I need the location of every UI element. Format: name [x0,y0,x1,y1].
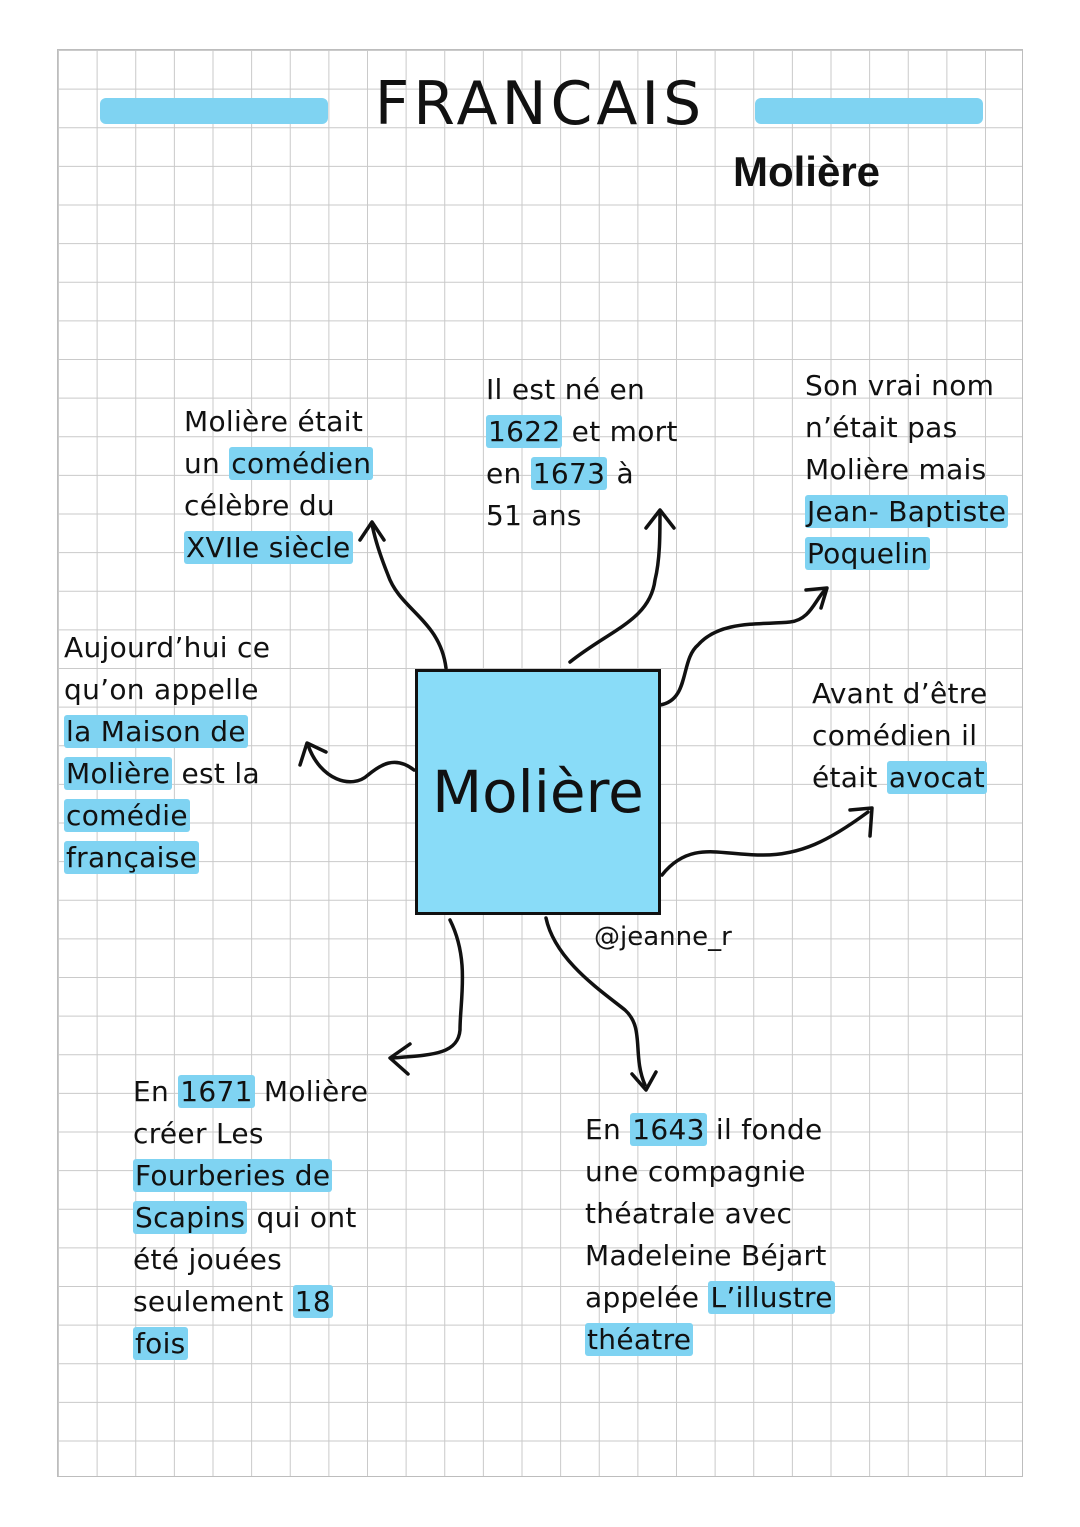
highlighted-text: Scapins [133,1201,248,1234]
note-compagnie: En 1643 il fonde une compagnie théatrale… [585,1109,835,1361]
arrowhead-fourberies [388,1042,412,1076]
arrowhead-compagnie [630,1070,658,1092]
highlighted-text: Jean- Baptiste [805,495,1009,528]
note-text: Aujourd’hui ce qu’on appelle [64,631,271,706]
highlighted-text: la Maison de [64,715,248,748]
highlighted-text: Poquelin [805,537,931,570]
highlighted-text: comédie [64,799,190,832]
note-text: célèbre du [184,489,335,522]
arrow-to-compagnie [544,916,647,1087]
note-text: Molière était un [184,405,364,480]
highlighted-text: L’illustre [708,1281,835,1314]
arrow-to-dates [568,510,662,664]
highlighted-text: 1643 [630,1113,707,1146]
highlighted-text: 1671 [178,1075,255,1108]
highlighted-text: 1673 [530,457,608,490]
highlighted-text: Molière [64,757,173,790]
highlighted-text: française [64,841,200,874]
note-text: à 51 ans [486,457,634,532]
note-text: est la [181,757,260,790]
note-comedien: Molière était un comédien célèbre du XVI… [184,401,374,569]
arrowhead-comedien [358,520,386,542]
highlighted-text: théatre [585,1323,694,1356]
arrow-to-avocat [660,810,870,877]
highlighted-text: 1622 [486,415,563,448]
arrowhead-maison [298,741,328,767]
center-node-label: Molière [432,758,644,826]
arrowhead-avocat [848,806,874,838]
note-text: Molière créer Les [133,1075,369,1150]
note-text: et mort en [486,415,678,490]
arrow-to-vrai-nom [658,588,827,707]
note-text: En [133,1075,179,1108]
note-text: En [585,1113,631,1146]
author-credit: @jeanne_r [594,922,732,952]
note-dates: Il est né en 1622 et mort en 1673 à 51 a… [486,369,678,537]
arrowhead-vrai-nom [804,586,829,610]
center-node: Molière [415,669,661,915]
note-text: Son vrai nom n’était pas Molière mais [805,369,995,486]
note-fourberies: En 1671 Molière créer Les Fourberies de … [133,1071,368,1365]
page-subtitle: Molière [733,148,881,195]
highlighted-text: 18 [292,1285,333,1318]
note-text: il fonde une compagnie théatrale avec Ma… [585,1113,827,1314]
highlighted-text: XVIIe siècle [184,531,353,564]
note-text: Il est né en [486,373,646,406]
note-text: Avant d’être comédien il était [812,677,988,794]
page-title: FRANCAIS [374,69,706,139]
title-highlight-left [100,98,328,124]
arrowhead-dates [644,508,676,530]
note-maison-de-moliere: Aujourd’hui ce qu’on appelle la Maison d… [64,627,270,879]
arrow-to-comedien [370,522,448,670]
highlighted-text: fois [133,1327,188,1360]
highlighted-text: Fourberies de [133,1159,333,1192]
highlighted-text: avocat [886,761,988,794]
title-highlight-right [755,98,983,124]
highlighted-text: comédien [229,447,374,480]
arrow-to-maison [306,743,416,784]
note-vrai-nom: Son vrai nom n’était pas Molière mais Je… [805,365,1009,575]
note-text: qui ont été jouées seulement [133,1201,357,1318]
note-avocat: Avant d’être comédien il était avocat [812,673,987,799]
arrow-to-fourberies [390,918,465,1060]
